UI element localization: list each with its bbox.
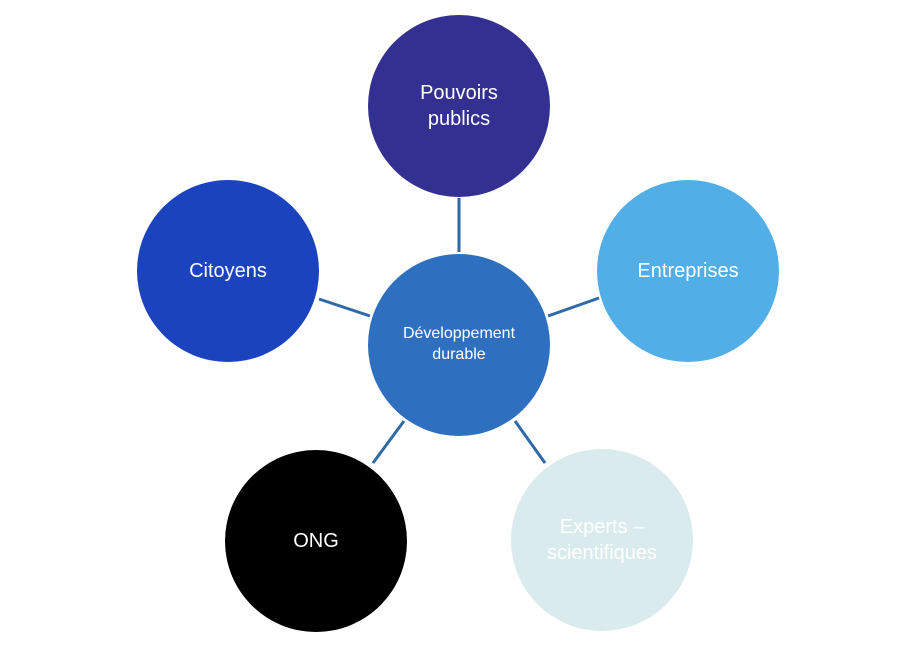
node-experts-scientifiques: Experts – scientifiques xyxy=(511,449,693,631)
connector-experts xyxy=(513,420,547,464)
node-entreprises: Entreprises xyxy=(597,180,779,362)
connector-ong xyxy=(371,420,406,464)
node-developpement-durable: Développement durable xyxy=(368,254,550,436)
connector-entreprises xyxy=(547,296,600,318)
node-label: Entreprises xyxy=(637,260,739,282)
node-citoyens: Citoyens xyxy=(137,180,319,362)
node-label: Citoyens xyxy=(189,260,267,282)
node-label: Pouvoirs publics xyxy=(420,82,498,130)
node-label: ONG xyxy=(293,530,339,552)
center-label: Développement durable xyxy=(402,325,516,363)
node-label: Experts – scientifiques xyxy=(546,516,658,564)
connector-citoyens xyxy=(318,297,371,318)
node-pouvoirs-publics: Pouvoirs publics xyxy=(368,15,550,197)
node-ong: ONG xyxy=(225,450,407,632)
